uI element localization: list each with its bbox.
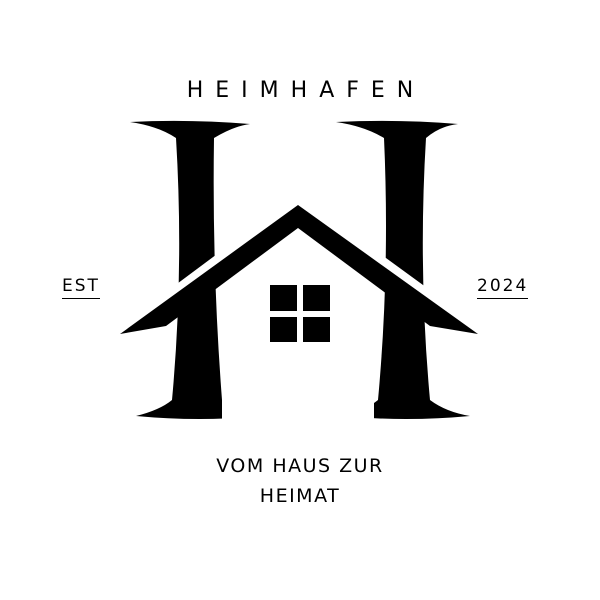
year-label: 2024	[477, 276, 529, 299]
window-icon	[270, 285, 330, 342]
brand-name: HEIMHAFEN	[186, 78, 426, 103]
est-label: EST	[62, 276, 100, 299]
tagline-line-1: VOM HAUS ZUR	[216, 455, 384, 477]
tagline: VOM HAUS ZUR HEIMAT	[0, 451, 600, 511]
roof-gap	[107, 193, 493, 345]
house-body	[222, 227, 374, 420]
roof	[120, 205, 478, 334]
tagline-line-2: HEIMAT	[259, 485, 341, 507]
h-right-stem	[336, 120, 470, 419]
